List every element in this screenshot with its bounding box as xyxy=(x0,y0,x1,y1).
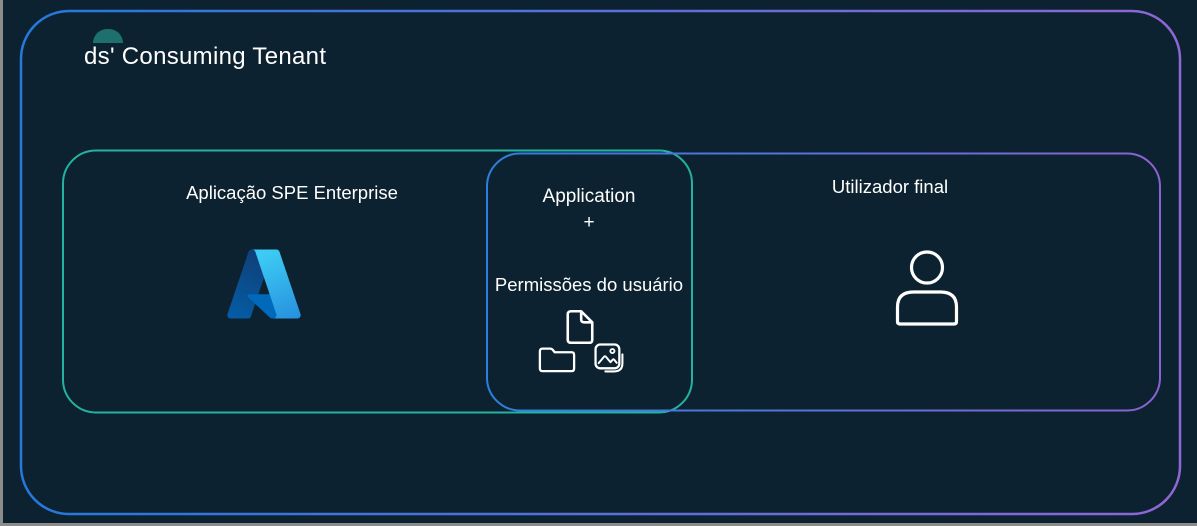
middle-section-plus: + xyxy=(583,212,595,233)
right-section-label: Utilizador final xyxy=(831,176,949,197)
middle-section-line1: Application xyxy=(542,186,636,207)
end-user-box-border xyxy=(486,152,1161,412)
tenant-logo-dome-icon xyxy=(93,29,123,43)
consuming-tenant-border xyxy=(19,9,1182,516)
left-section-label: Aplicação SPE Enterprise xyxy=(186,182,398,203)
window-edge-left xyxy=(0,0,3,526)
enterprise-app-box-border xyxy=(62,149,693,414)
tenant-title: ds' Consuming Tenant xyxy=(84,43,327,70)
middle-section-line3: Permissões do usuário xyxy=(494,274,684,295)
person-icon xyxy=(895,250,959,326)
folder-icon xyxy=(538,347,576,373)
image-icon xyxy=(594,343,624,373)
azure-logo-icon xyxy=(227,249,301,319)
document-icon xyxy=(566,309,594,345)
window-edge-bottom xyxy=(0,523,1197,526)
